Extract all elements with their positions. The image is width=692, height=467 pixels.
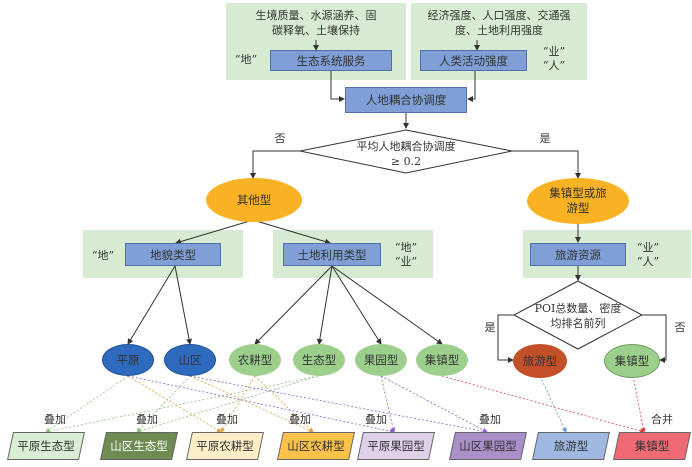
town-tourism-line1: 集镇型或旅 (549, 186, 607, 200)
purple-orchard-to-mtnorch (380, 375, 488, 433)
orange-mountain-to-mtnfarm (189, 375, 314, 433)
arrow-other-to-landuse (252, 219, 331, 245)
op-label-overlay-5: 叠加 (365, 413, 387, 426)
arrow-landform-mountain (174, 265, 193, 345)
human-tag-ye: “业” (542, 45, 566, 58)
decision2-yes-label: 是 (484, 321, 496, 334)
human-indicators-line1: 经济强度、人口强度、交通强 (427, 9, 571, 22)
decision2-line1: POI总数量、密度 (534, 302, 622, 315)
red-town2-to-towntype (632, 375, 646, 433)
result-type-2[interactable]: 山区生态型 (100, 432, 178, 460)
op-label-merge: 合并 (651, 413, 673, 426)
red-town-to-towntype (441, 375, 645, 434)
mountain-node[interactable]: 山区 (164, 344, 216, 376)
result-type-7[interactable]: 旅游型 (532, 432, 610, 460)
landuse-box[interactable]: 土地利用类型 (283, 243, 381, 266)
op-label-overlay-3: 叠加 (216, 413, 238, 426)
tourism-resource-box[interactable]: 旅游资源 (530, 243, 626, 266)
result-label: 旅游型 (553, 439, 589, 453)
eco-indicators-line2: 碳释氧、土壤保持 (272, 24, 360, 37)
green-plain-to-plaineco (45, 375, 129, 433)
result-label: 集镇型 (634, 439, 670, 453)
human-activity-box[interactable]: 人类活动强度 (420, 50, 527, 71)
orange-farming-to-mtnfarm (254, 375, 314, 433)
decision2-diamond (512, 280, 644, 350)
op-label-overlay-6: 叠加 (479, 413, 501, 426)
tourism-tag-ye: “业” (636, 241, 660, 254)
arrow-other-to-landform (175, 219, 254, 245)
result-label: 山区农耕型 (287, 439, 345, 453)
human-indicators: 经济强度、人口强度、交通强 度、土地利用强度 (411, 8, 587, 38)
decision1-diamond (299, 129, 513, 174)
arrow-landform-plain (127, 265, 176, 345)
arrow-decision2-no (642, 314, 667, 363)
orchard-node[interactable]: 果园型 (355, 344, 407, 376)
tourism-tag-ren: “人” (636, 255, 660, 268)
other-type-node[interactable]: 其他型 (206, 178, 302, 222)
decision1-line2: ≥ 0.2 (390, 155, 422, 168)
decision1-no-label: 否 (274, 132, 286, 145)
arrow-landuse-ecology (316, 265, 333, 345)
decision2-text: POI总数量、密度 均排名前列 (520, 301, 636, 331)
coupling-box[interactable]: 人地耦合协调度 (345, 87, 467, 113)
eco-indicators-line1: 生境质量、水源涵养、固 (255, 9, 377, 22)
green-ecology-to-mtneco (136, 375, 319, 434)
result-label: 平原生态型 (17, 439, 75, 453)
ecology-node[interactable]: 生态型 (293, 344, 345, 376)
purple-orchard-to-plainorch (380, 375, 396, 433)
result-label: 平原果园型 (367, 439, 425, 453)
result-type-6[interactable]: 山区果园型 (449, 432, 527, 460)
decision1-yes-label: 是 (539, 132, 551, 145)
result-type-1[interactable]: 平原生态型 (7, 432, 85, 460)
arrow-eco-to-coupling (330, 71, 345, 102)
arrow-landuse-town (331, 265, 443, 345)
farming-node[interactable]: 农耕型 (229, 344, 281, 376)
town-node[interactable]: 集镇型 (416, 344, 468, 376)
result-label: 山区果园型 (459, 439, 517, 453)
landuse-tag-di: “地” (394, 241, 418, 254)
result-type-5[interactable]: 平原果园型 (357, 432, 435, 460)
town2-node[interactable]: 集镇型 (604, 344, 660, 378)
arrow-human-to-coupling (467, 71, 476, 102)
op-label-overlay-1: 叠加 (44, 413, 66, 426)
decision1-line1: 平均人地耦合协调度 (356, 140, 456, 153)
arrow-landuse-orchard (331, 265, 382, 345)
arrow-decision2-yes (497, 314, 514, 363)
town-tourism-node[interactable]: 集镇型或旅 游型 (527, 178, 629, 224)
landform-box[interactable]: 地貌类型 (125, 243, 221, 266)
result-type-4[interactable]: 山区农耕型 (277, 432, 355, 460)
result-label: 山区生态型 (110, 439, 168, 453)
eco-service-box[interactable]: 生态系统服务 (270, 50, 392, 71)
purple-plain-to-plainorch (127, 375, 395, 434)
arrow-landuse-farming (254, 265, 333, 345)
plain-node[interactable]: 平原 (102, 344, 154, 376)
eco-indicators: 生境质量、水源涵养、固 碳释氧、土壤保持 (226, 8, 406, 38)
green-mountain-to-mtneco (136, 375, 191, 433)
human-tag-ren: “人” (542, 59, 566, 72)
decision1-text: 平均人地耦合协调度 ≥ 0.2 (330, 139, 482, 169)
landform-tag: “地” (91, 249, 115, 262)
result-label: 平原农耕型 (196, 439, 254, 453)
decision2-line2: 均排名前列 (550, 317, 606, 330)
result-type-3[interactable]: 平原农耕型 (186, 432, 264, 460)
tourism-node[interactable]: 旅游型 (513, 344, 567, 378)
decision2-no-label: 否 (674, 321, 686, 334)
town-tourism-line2: 游型 (566, 201, 590, 215)
arrow-yes-branch (512, 150, 581, 179)
op-label-overlay-2: 叠加 (136, 413, 158, 426)
human-indicators-line2: 度、土地利用强度 (455, 24, 543, 37)
result-type-8[interactable]: 集镇型 (613, 432, 691, 460)
arrow-no-branch (250, 150, 300, 179)
op-label-overlay-4: 叠加 (289, 413, 311, 426)
orange-farming-to-plainfarm (220, 375, 256, 433)
eco-tag: “地” (234, 53, 258, 66)
landuse-tag-ye: “业” (394, 255, 418, 268)
